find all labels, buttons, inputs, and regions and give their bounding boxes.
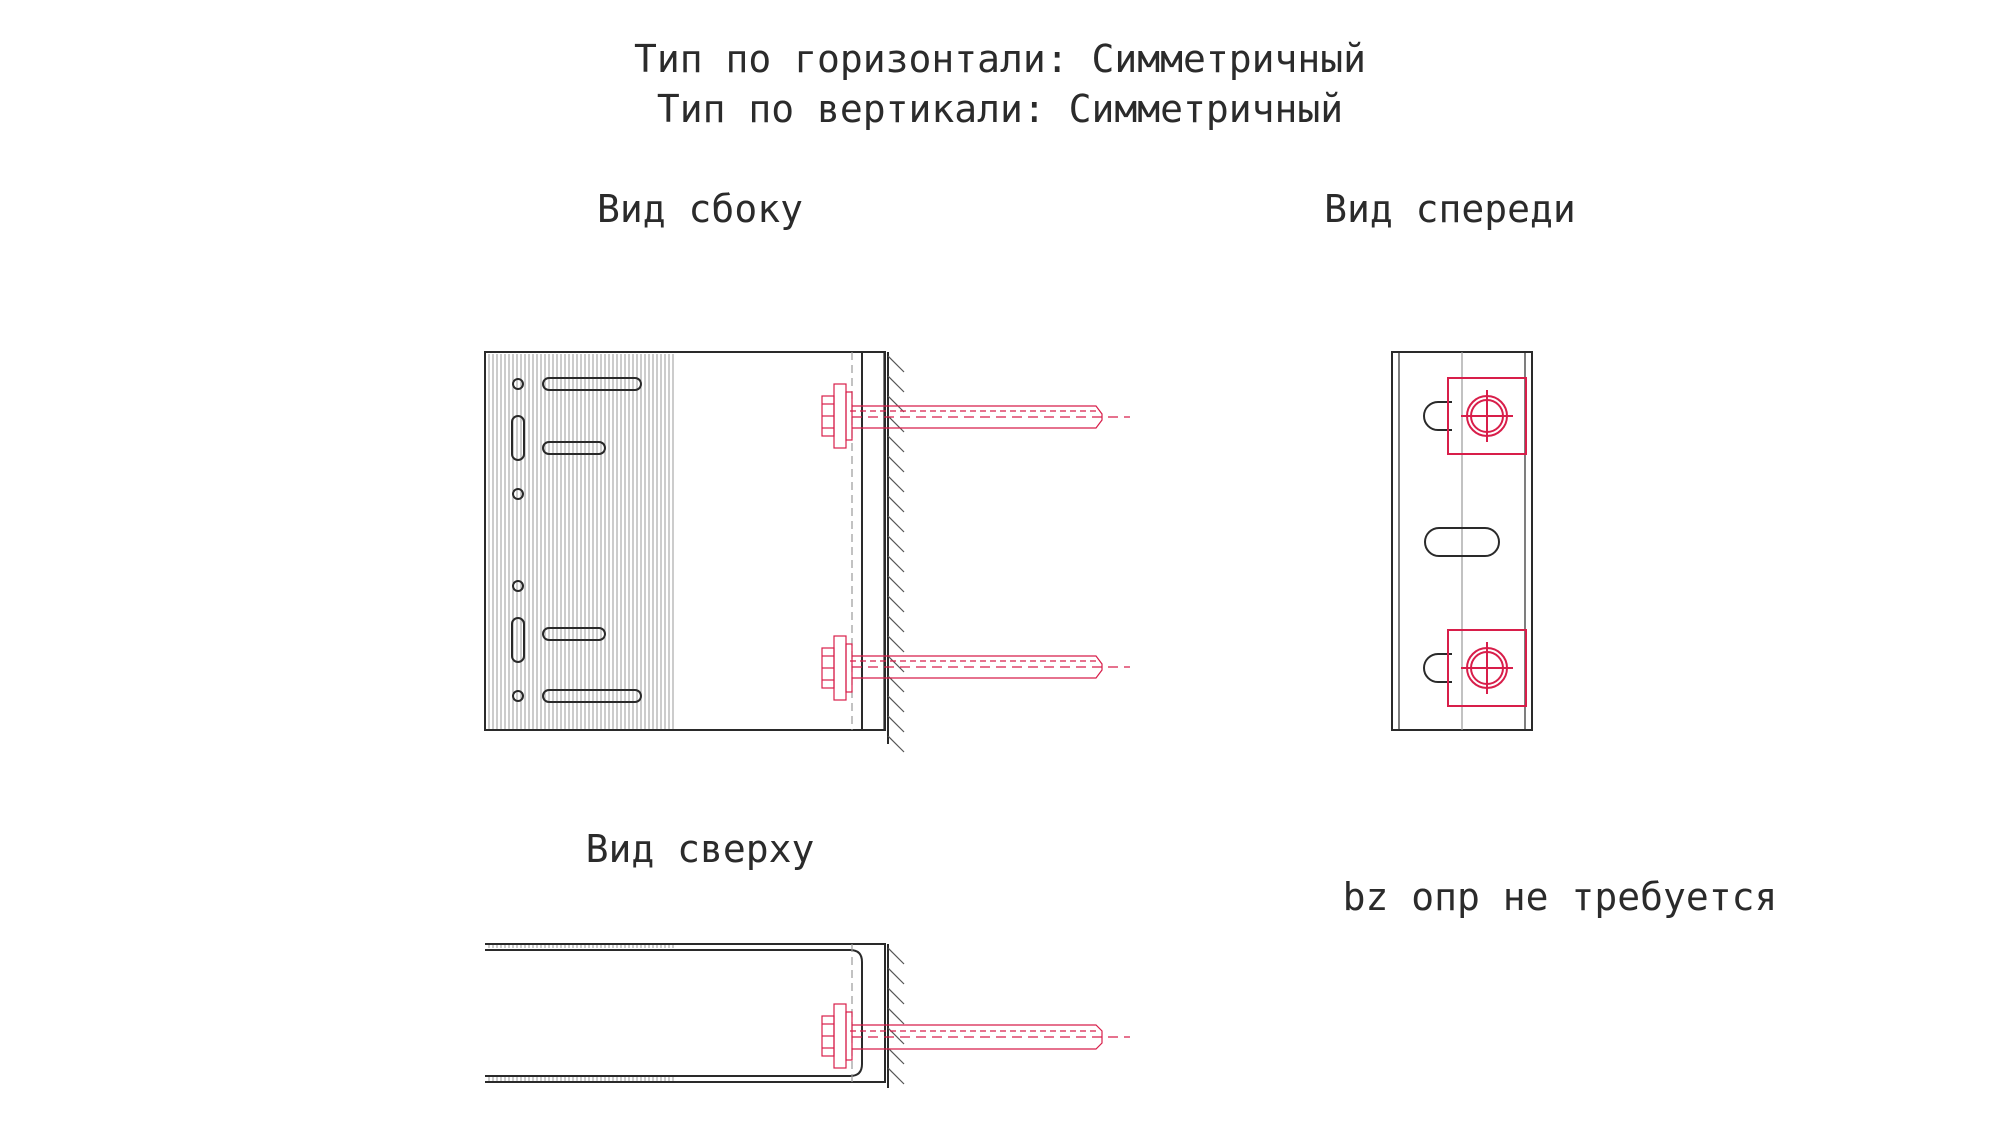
header-type-horizontal: Тип по горизонтали: Симметричный (634, 37, 1366, 81)
side-view-label: Вид сбоку (597, 187, 803, 231)
side-view-ribbed-area (486, 354, 676, 730)
top-view-wall-hatch (887, 947, 905, 1085)
anchor-note: bz опр не требуется (1343, 875, 1778, 919)
side-view-slot (542, 441, 606, 455)
side-view-anchor-upper (821, 383, 1130, 449)
side-view-plate (484, 351, 886, 731)
side-view-anchor-lower (821, 635, 1130, 701)
header-type-vertical: Тип по вертикали: Симметричный (657, 87, 1343, 131)
top-view-profile-outer (485, 943, 886, 1083)
side-view-slot (542, 689, 642, 703)
side-view-hole (512, 378, 524, 390)
side-view-hole (512, 488, 524, 500)
top-view-ribbed-edge (486, 943, 676, 948)
side-view-slot (542, 377, 642, 391)
top-view-label: Вид сверху (586, 827, 815, 871)
side-view-holes (511, 377, 642, 703)
front-view-slot (1424, 527, 1500, 557)
front-view (1391, 351, 1533, 731)
side-view-hole (512, 690, 524, 702)
top-view (485, 943, 1130, 1088)
front-view-label: Вид спереди (1324, 187, 1576, 231)
front-view-anchor-lower (1447, 629, 1527, 707)
side-view-slot-vertical (511, 415, 525, 461)
side-view-hole (512, 580, 524, 592)
front-view-half-slot (1423, 401, 1452, 431)
side-view (484, 351, 1130, 753)
side-view-slot (542, 627, 606, 641)
front-view-half-slot (1423, 653, 1452, 683)
front-view-anchor-upper (1447, 377, 1527, 455)
side-view-wall-hatch (887, 355, 905, 753)
top-view-ribbed-edge (486, 1076, 676, 1081)
side-view-slot-vertical (511, 617, 525, 663)
top-view-profile-inner (485, 949, 863, 1077)
top-view-anchor (821, 1003, 1130, 1069)
